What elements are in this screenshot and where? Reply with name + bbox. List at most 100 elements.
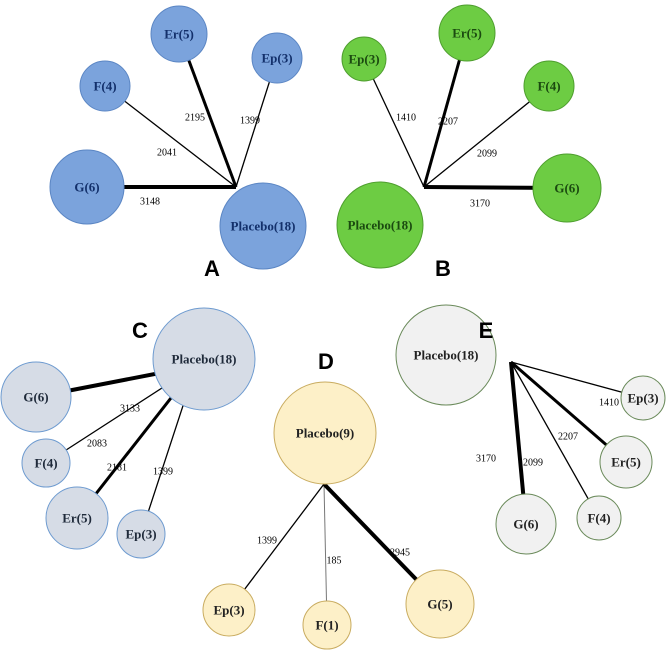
node-circle [405, 569, 475, 639]
node-er: Er(5) [599, 435, 653, 489]
node-f: F(4) [21, 438, 71, 488]
node-label: F(4) [34, 456, 57, 471]
edge-line-f [104, 85, 237, 188]
node-g: G(6) [0, 361, 72, 433]
edge-line-ep [510, 361, 644, 399]
edge-weight-label: 2181 [107, 463, 127, 474]
node-circle [302, 600, 352, 650]
node-label: Ep(3) [627, 391, 658, 406]
node-ep: Ep(3) [116, 509, 166, 559]
node-circle [336, 181, 424, 269]
node-er: Er(5) [438, 4, 496, 62]
node-label: Placebo(18) [348, 218, 413, 233]
node-ep: Ep(3) [202, 583, 256, 637]
node-placebo: Placebo(18) [395, 304, 497, 406]
panel-letter: C [132, 318, 148, 343]
node-label: G(6) [554, 181, 579, 196]
node-placebo: Placebo(18) [219, 182, 307, 270]
panel-a: Placebo(18) G(6) F(4) Er(5) Ep(3) 3148 2041 219… [49, 5, 307, 281]
node-g: G(6) [49, 149, 125, 225]
node-g: G(6) [495, 493, 557, 555]
node-f: F(1) [302, 600, 352, 650]
node-circle [202, 583, 256, 637]
node-f: F(4) [79, 60, 131, 112]
node-circle [523, 60, 575, 112]
node-circle [341, 36, 387, 82]
node-circle [438, 4, 496, 62]
edge-weight-label: 2207 [438, 117, 458, 128]
edge-weight-label: 2041 [157, 148, 177, 159]
node-ep: Ep(3) [251, 32, 303, 84]
edge-weight-label: 1410 [396, 113, 416, 124]
edge-weight-label: 3170 [476, 454, 496, 465]
node-circle [273, 381, 377, 485]
panel-letter: D [318, 349, 334, 374]
edge-weight-label: 1399 [240, 116, 260, 127]
node-label: Placebo(18) [231, 219, 296, 234]
node-f: F(4) [576, 495, 622, 541]
node-label: G(6) [74, 180, 99, 195]
node-circle [219, 182, 307, 270]
node-label: Placebo(9) [296, 426, 354, 441]
node-label: Er(5) [62, 511, 92, 526]
node-label: F(4) [587, 511, 610, 526]
edge-weight-label: 2945 [390, 548, 410, 559]
node-placebo: Placebo(9) [273, 381, 377, 485]
node-er: Er(5) [150, 5, 208, 63]
panel-c: Placebo(18)G(6)F(4)Er(5)Ep(3)31332083218… [0, 307, 256, 559]
node-g: G(5) [405, 569, 475, 639]
edge-weight-label: 1399 [153, 467, 173, 478]
node-label: G(6) [23, 390, 48, 405]
panel-e: Placebo(18) Ep(3) Er(5) F(4) G(6) 1410 2207 209… [395, 304, 666, 555]
node-circle [576, 495, 622, 541]
node-circle [116, 509, 166, 559]
node-circle [79, 60, 131, 112]
node-circle [150, 5, 208, 63]
node-circle [49, 149, 125, 225]
node-er: Er(5) [45, 486, 109, 550]
node-label: F(4) [537, 79, 560, 94]
panel-letter: B [435, 256, 451, 281]
panel-letter: E [479, 318, 494, 343]
edge-weight-label: 3170 [470, 199, 490, 210]
edge-weight-label: 2207 [558, 432, 578, 443]
node-label: Placebo(18) [172, 352, 237, 367]
node-circle [532, 153, 602, 223]
node-circle [45, 486, 109, 550]
edge-line-f [510, 361, 600, 519]
node-label: Placebo(18) [414, 348, 479, 363]
node-label: F(4) [93, 79, 116, 94]
node-circle [152, 307, 256, 411]
edge-line-ep [363, 58, 425, 188]
edge-weight-label: 2195 [185, 113, 205, 124]
node-f: F(4) [523, 60, 575, 112]
node-circle [251, 32, 303, 84]
node-label: G(5) [427, 597, 452, 612]
edge-weight-label: 2099 [523, 458, 543, 469]
node-label: Er(5) [164, 27, 194, 42]
node-ep: Ep(3) [620, 375, 666, 421]
edge-line-f [423, 85, 550, 188]
node-label: Ep(3) [348, 52, 379, 67]
node-placebo: Placebo(18) [336, 181, 424, 269]
edge-weight-label: 3148 [140, 197, 160, 208]
node-label: G(6) [513, 517, 538, 532]
node-circle [21, 438, 71, 488]
edge-weight-label: 2099 [477, 149, 497, 160]
node-circle [395, 304, 497, 406]
node-label: F(1) [315, 618, 338, 633]
node-label: Er(5) [611, 455, 641, 470]
node-label: Ep(3) [261, 51, 292, 66]
node-circle [495, 493, 557, 555]
edge-weight-label: 185 [327, 556, 342, 567]
panel-b: Placebo(18) Ep(3) Er(5) F(4) G(6) 1410 2207 209… [336, 4, 602, 281]
node-circle [599, 435, 653, 489]
edge-weight-label: 3133 [120, 404, 140, 415]
node-label: Ep(3) [213, 603, 244, 618]
node-g: G(6) [532, 153, 602, 223]
edge-weight-label: 1410 [599, 398, 619, 409]
node-label: Ep(3) [125, 527, 156, 542]
node-circle [620, 375, 666, 421]
